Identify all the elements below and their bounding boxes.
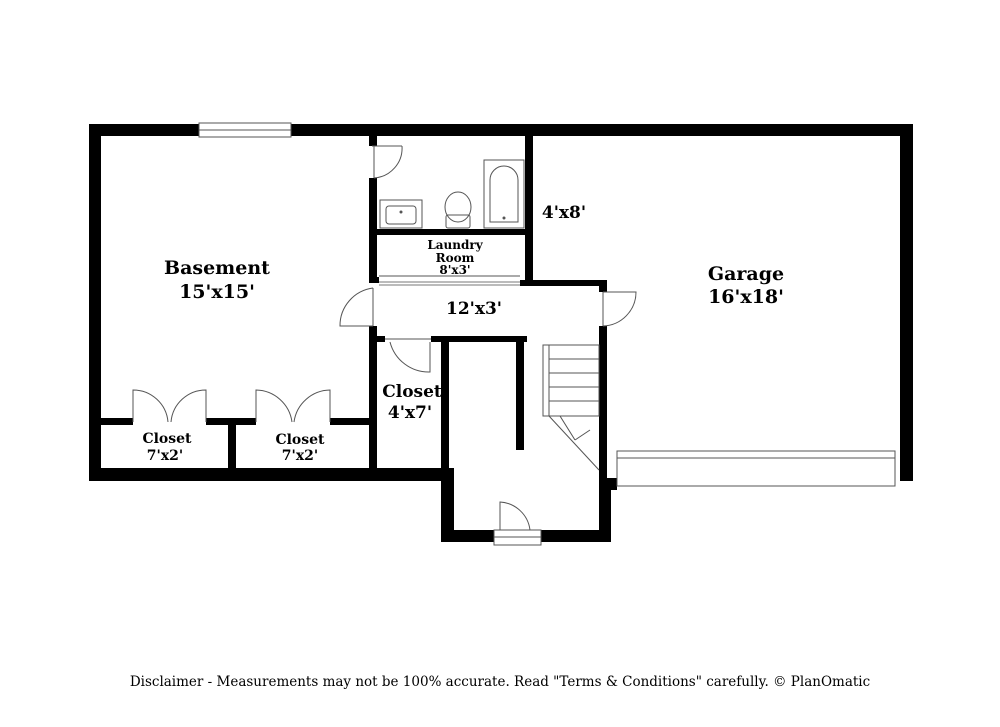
closet-mid-name: Closet: [382, 382, 442, 402]
garage-name: Garage: [708, 263, 784, 285]
basement-hall-door: [339, 287, 374, 327]
garage-door-passage: [602, 291, 637, 327]
sink-icon: [379, 199, 423, 229]
hall-size: 12'x3': [446, 299, 502, 319]
closet-left-name: Closet: [142, 431, 192, 447]
closet-left-doors: [132, 389, 207, 423]
bathtub-icon: [483, 159, 525, 229]
closet-right-name: Closet: [275, 432, 325, 448]
basement-name: Basement: [164, 257, 270, 279]
laundry-name-line2: Room: [436, 251, 475, 265]
laundry-name-line1: Laundry: [427, 238, 483, 252]
garage-size: 16'x18': [708, 286, 784, 308]
laundry-size: 8'x3': [439, 263, 470, 277]
bath-door: [372, 145, 403, 179]
closet-left-size: 7'x2': [147, 448, 183, 464]
closet-right-doors: [255, 389, 331, 423]
toilet-icon: [444, 191, 472, 229]
bath-size: 4'x8': [542, 203, 586, 223]
stairs: [542, 344, 600, 471]
interior-walls: [89, 136, 607, 481]
garage-vehicle-door: [616, 450, 896, 487]
exterior-walls: [89, 124, 913, 542]
entry-door: [493, 501, 542, 546]
basement-window: [198, 122, 292, 138]
closet-right-size: 7'x2': [282, 448, 318, 464]
disclaimer-text: Disclaimer - Measurements may not be 100…: [129, 674, 871, 690]
closet-mid-door: [385, 338, 431, 373]
closet-mid-size: 4'x7': [388, 403, 432, 423]
basement-size: 15'x15': [179, 281, 255, 303]
